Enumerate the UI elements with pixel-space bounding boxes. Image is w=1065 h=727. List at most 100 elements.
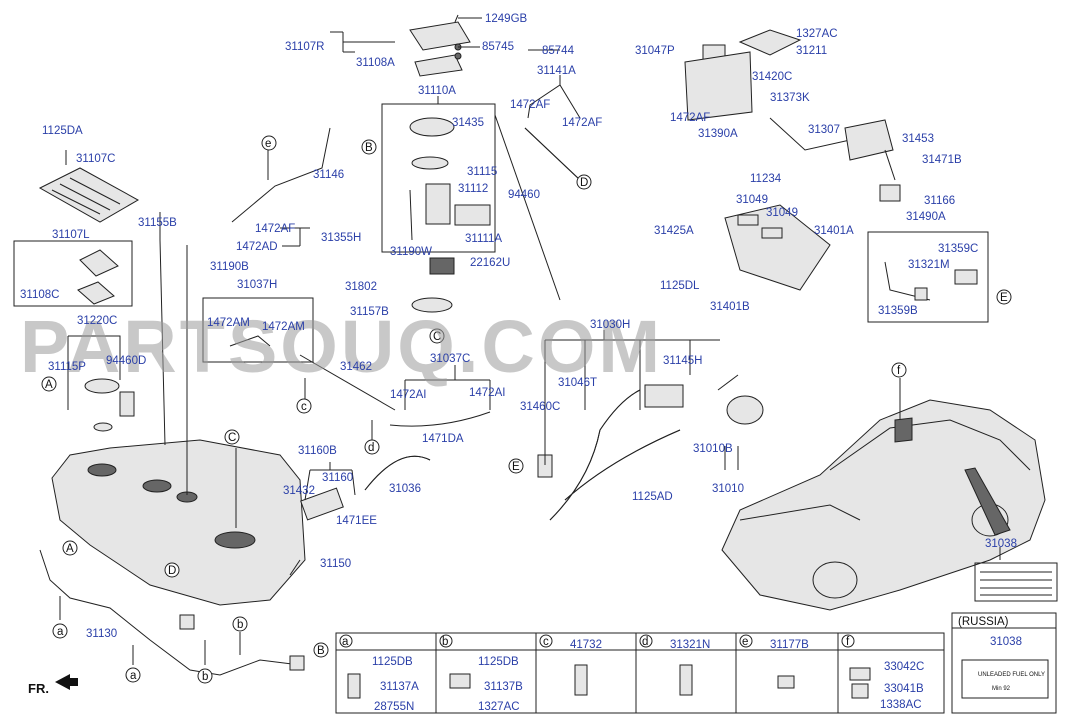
legend-e-part-1[interactable]: 31177B: [770, 639, 809, 651]
part-label[interactable]: 85745: [482, 41, 514, 53]
part-label[interactable]: 31160: [322, 472, 353, 484]
callout-f-1[interactable]: f: [897, 365, 901, 377]
legend-a-part-2[interactable]: 31137A: [380, 681, 419, 693]
part-label[interactable]: 1472AM: [207, 317, 250, 329]
part-label[interactable]: 31462: [340, 361, 372, 373]
legend-f-part-1[interactable]: 33042C: [884, 661, 924, 673]
part-label[interactable]: 31435: [452, 117, 484, 129]
part-label[interactable]: 31321M: [908, 259, 950, 271]
part-label[interactable]: 1472AI: [390, 389, 426, 401]
part-label[interactable]: 31190B: [210, 261, 249, 273]
part-label[interactable]: 31112: [458, 183, 488, 195]
part-label[interactable]: 31432: [283, 485, 315, 497]
legend-f-part-2[interactable]: 33041B: [884, 683, 924, 695]
callout-C-1[interactable]: C: [433, 331, 441, 343]
part-label[interactable]: 94460D: [106, 355, 146, 367]
part-label[interactable]: 31211: [796, 45, 827, 57]
part-label[interactable]: 1125DL: [660, 280, 700, 292]
part-label[interactable]: 31010: [712, 483, 744, 495]
part-label[interactable]: 31145H: [663, 355, 702, 367]
part-label[interactable]: 31037C: [430, 353, 470, 365]
part-label[interactable]: 31157B: [350, 306, 389, 318]
part-label[interactable]: 31166: [924, 195, 955, 207]
part-label[interactable]: 1472AD: [236, 241, 278, 253]
part-label[interactable]: 31049: [766, 207, 798, 219]
part-label[interactable]: 31108A: [356, 57, 395, 69]
part-label[interactable]: 22162U: [470, 257, 510, 269]
part-label[interactable]: 1125AD: [632, 491, 673, 503]
part-label[interactable]: 31047P: [635, 45, 675, 57]
part-label[interactable]: 31110A: [418, 85, 456, 97]
callout-a-2[interactable]: a: [130, 670, 137, 682]
callout-D-2[interactable]: D: [168, 565, 176, 577]
part-label[interactable]: 31307: [808, 124, 840, 136]
callout-A-1[interactable]: A: [45, 379, 53, 391]
callout-A-2[interactable]: A: [66, 543, 74, 555]
part-label[interactable]: 31490A: [906, 211, 946, 223]
part-label[interactable]: 31355H: [321, 232, 361, 244]
part-label[interactable]: 1327AC: [796, 28, 838, 40]
part-label[interactable]: 1472AI: [469, 387, 505, 399]
legend-b-part-1[interactable]: 1125DB: [478, 656, 519, 668]
callout-d-1[interactable]: d: [368, 442, 374, 454]
part-label[interactable]: 1472AM: [262, 321, 305, 333]
callout-C-2[interactable]: C: [228, 432, 236, 444]
part-label[interactable]: 1471DA: [422, 433, 464, 445]
part-label[interactable]: 31107R: [285, 41, 324, 53]
part-label[interactable]: 31038: [985, 538, 1017, 550]
part-label[interactable]: 1472AF: [562, 117, 602, 129]
part-label[interactable]: 1472AF: [510, 99, 550, 111]
part-label[interactable]: 31359C: [938, 243, 978, 255]
part-label[interactable]: 31220C: [77, 315, 117, 327]
part-label[interactable]: 31453: [902, 133, 934, 145]
part-label[interactable]: 31460C: [520, 401, 560, 413]
part-label[interactable]: 31420C: [752, 71, 792, 83]
callout-E-1[interactable]: E: [512, 461, 520, 473]
part-label[interactable]: 31146: [313, 169, 344, 181]
part-label[interactable]: 31401A: [814, 225, 854, 237]
part-label[interactable]: 31390A: [698, 128, 738, 140]
legend-b-part-3[interactable]: 1327AC: [478, 701, 520, 713]
part-label[interactable]: 1472AF: [670, 112, 710, 124]
callout-b-2[interactable]: b: [237, 619, 243, 631]
callout-b-1[interactable]: b: [202, 671, 208, 683]
part-label[interactable]: 31115: [467, 166, 497, 178]
part-label[interactable]: 85744: [542, 45, 575, 57]
part-label[interactable]: 31107L: [52, 229, 90, 241]
part-label[interactable]: 31150: [320, 558, 351, 570]
legend-b-part-2[interactable]: 31137B: [484, 681, 523, 693]
part-label[interactable]: 31141A: [537, 65, 576, 77]
part-label[interactable]: 31046T: [558, 377, 597, 389]
part-label[interactable]: 31471B: [922, 154, 962, 166]
part-label[interactable]: 31049: [736, 194, 768, 206]
callout-a-1[interactable]: a: [57, 626, 64, 638]
legend-f-part-3[interactable]: 1338AC: [880, 699, 922, 711]
part-label[interactable]: 31107C: [76, 153, 115, 165]
part-label[interactable]: 31108C: [20, 289, 59, 301]
part-label[interactable]: 11234: [750, 173, 782, 185]
part-label[interactable]: 31030H: [590, 319, 630, 331]
part-label[interactable]: 1125DA: [42, 125, 83, 137]
part-label[interactable]: 31160B: [298, 445, 337, 457]
part-label[interactable]: 31401B: [710, 301, 750, 313]
callout-e-1[interactable]: e: [265, 138, 271, 150]
part-label[interactable]: 31190W: [390, 246, 432, 258]
part-label[interactable]: 31130: [86, 628, 117, 640]
callout-E-2[interactable]: E: [1000, 292, 1008, 304]
russia-part-label[interactable]: 31038: [990, 636, 1022, 648]
part-label[interactable]: 31111A: [465, 233, 502, 245]
part-label[interactable]: 1472AF: [255, 223, 295, 235]
part-label[interactable]: 1249GB: [485, 13, 528, 25]
legend-a-part-3[interactable]: 28755N: [374, 701, 414, 713]
part-label[interactable]: 31359B: [878, 305, 918, 317]
part-label[interactable]: 94460: [508, 189, 540, 201]
callout-B-2[interactable]: B: [317, 645, 325, 657]
part-label[interactable]: 31037H: [237, 279, 277, 291]
part-label[interactable]: 31802: [345, 281, 377, 293]
part-label[interactable]: 31155B: [138, 217, 177, 229]
legend-a-part-1[interactable]: 1125DB: [372, 656, 413, 668]
part-label[interactable]: 31010B: [693, 443, 733, 455]
part-label[interactable]: 31425A: [654, 225, 694, 237]
callout-c-1[interactable]: c: [301, 401, 307, 413]
legend-c-part-1[interactable]: 41732: [570, 639, 602, 651]
